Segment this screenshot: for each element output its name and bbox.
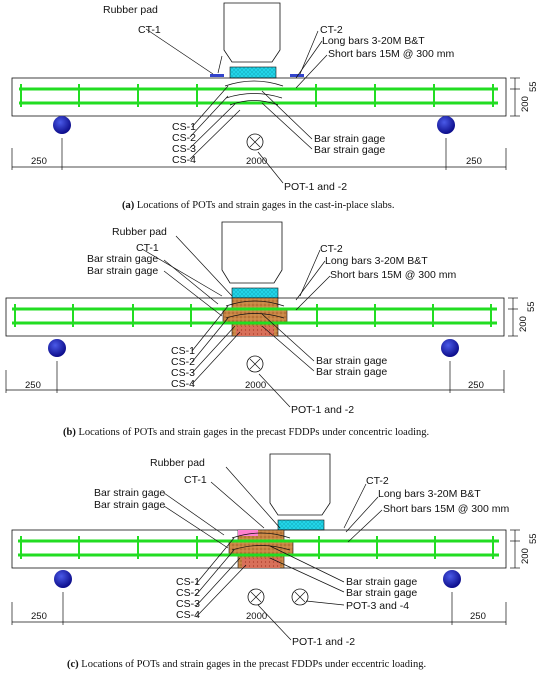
dim-left: 250 <box>31 156 47 167</box>
dim-right: 250 <box>466 156 482 167</box>
label-rubber-pad: Rubber pad <box>103 4 158 16</box>
support-left <box>54 570 72 588</box>
rubber-pad <box>277 519 325 531</box>
dim-mid: 2000 <box>246 156 267 167</box>
short-bar-markers <box>20 536 494 559</box>
label-bar-gage-1: Bar strain gage <box>316 355 387 367</box>
label-ct1: CT-1 <box>138 24 161 36</box>
support-right <box>443 570 461 588</box>
dim-height: 200 <box>520 96 531 112</box>
caption-b: (b) Locations of POTs and strain gages i… <box>63 427 429 438</box>
dimension-lines <box>5 297 518 393</box>
caption-a: (a) Locations of POTs and strain gages i… <box>122 200 395 211</box>
pot34-icon <box>291 588 309 606</box>
caption-c: (c) Locations of POTs and strain gages i… <box>67 659 426 670</box>
label-ct1: CT-1 <box>184 474 207 486</box>
label-cs3: CS-3 <box>172 143 196 155</box>
dim-top: 55 <box>528 81 539 92</box>
label-cs4: CS-4 <box>171 378 195 390</box>
label-long-bars: Long bars 3-20M B&T <box>325 255 428 267</box>
label-top-gage-1: Bar strain gage <box>87 253 158 265</box>
label-short-bars: Short bars 15M @ 300 mm <box>383 503 509 515</box>
label-cs2: CS-2 <box>171 356 195 368</box>
support-left <box>48 339 66 357</box>
concrete-gage-ct2 <box>290 74 304 77</box>
label-ct2: CT-2 <box>366 475 389 487</box>
label-cs3: CS-3 <box>171 367 195 379</box>
label-short-bars: Short bars 15M @ 300 mm <box>330 269 456 281</box>
label-ct2: CT-2 <box>320 24 343 36</box>
label-pot: POT-1 and -2 <box>284 181 347 193</box>
rubber-pad <box>229 66 277 79</box>
dim-top: 55 <box>526 301 537 312</box>
label-ct1: CT-1 <box>136 242 159 254</box>
dim-left: 250 <box>31 611 47 622</box>
label-ct2: CT-2 <box>320 243 343 255</box>
dim-left: 250 <box>25 380 41 391</box>
loading-ram <box>269 453 331 516</box>
label-short-bars: Short bars 15M @ 300 mm <box>328 48 454 60</box>
panel-c: Rubber pad CT-1 CT-2 Bar strain gage Bar… <box>11 453 539 670</box>
label-top-gage-2: Bar strain gage <box>94 499 165 511</box>
label-long-bars: Long bars 3-20M B&T <box>322 35 425 47</box>
dim-right: 250 <box>468 380 484 391</box>
label-cs3: CS-3 <box>176 598 200 610</box>
short-bar-markers <box>14 304 492 327</box>
dim-right: 250 <box>470 611 486 622</box>
pot-icon <box>246 355 264 373</box>
label-rubber-pad: Rubber pad <box>150 457 205 469</box>
support-right <box>441 339 459 357</box>
dim-mid: 2000 <box>245 380 266 391</box>
label-pot: POT-1 and -2 <box>292 636 355 648</box>
dim-height: 200 <box>520 548 531 564</box>
label-cs1: CS-1 <box>171 345 195 357</box>
concrete-gage-ct1 <box>210 74 224 77</box>
panel-b: Rubber pad CT-1 CT-2 Bar strain gage Bar… <box>5 221 537 438</box>
label-bar-gage-1: Bar strain gage <box>346 576 417 588</box>
label-bar-gage-1: Bar strain gage <box>314 133 385 145</box>
slab <box>11 77 507 117</box>
dimension-lines <box>11 77 520 170</box>
dimension-lines <box>11 529 520 625</box>
label-bar-gage-2: Bar strain gage <box>316 366 387 378</box>
label-pot34: POT-3 and -4 <box>346 600 409 612</box>
dim-top: 55 <box>528 533 539 544</box>
support-right <box>437 116 455 134</box>
label-rubber-pad: Rubber pad <box>112 226 167 238</box>
rubber-pad <box>231 287 279 299</box>
label-cs1: CS-1 <box>176 576 200 588</box>
dim-height: 200 <box>518 316 529 332</box>
pot-icon <box>246 133 264 151</box>
label-cs4: CS-4 <box>176 609 200 621</box>
label-cs2: CS-2 <box>176 587 200 599</box>
panel-a: Rubber pad CT-1 CT-2 Long bars 3-20M B&T… <box>11 2 539 211</box>
label-bar-gage-2: Bar strain gage <box>314 144 385 156</box>
dim-mid: 2000 <box>246 611 267 622</box>
label-top-gage-2: Bar strain gage <box>87 265 158 277</box>
label-pot: POT-1 and -2 <box>291 404 354 416</box>
pot-icon <box>247 588 265 606</box>
label-long-bars: Long bars 3-20M B&T <box>378 488 481 500</box>
label-bar-gage-2: Bar strain gage <box>346 587 417 599</box>
label-cs2: CS-2 <box>172 132 196 144</box>
short-bar-markers <box>20 84 494 107</box>
label-cs4: CS-4 <box>172 154 196 166</box>
label-top-gage-1: Bar strain gage <box>94 487 165 499</box>
loading-ram <box>221 221 283 284</box>
support-left <box>53 116 71 134</box>
loading-ram <box>223 2 281 63</box>
label-cs1: CS-1 <box>172 121 196 133</box>
